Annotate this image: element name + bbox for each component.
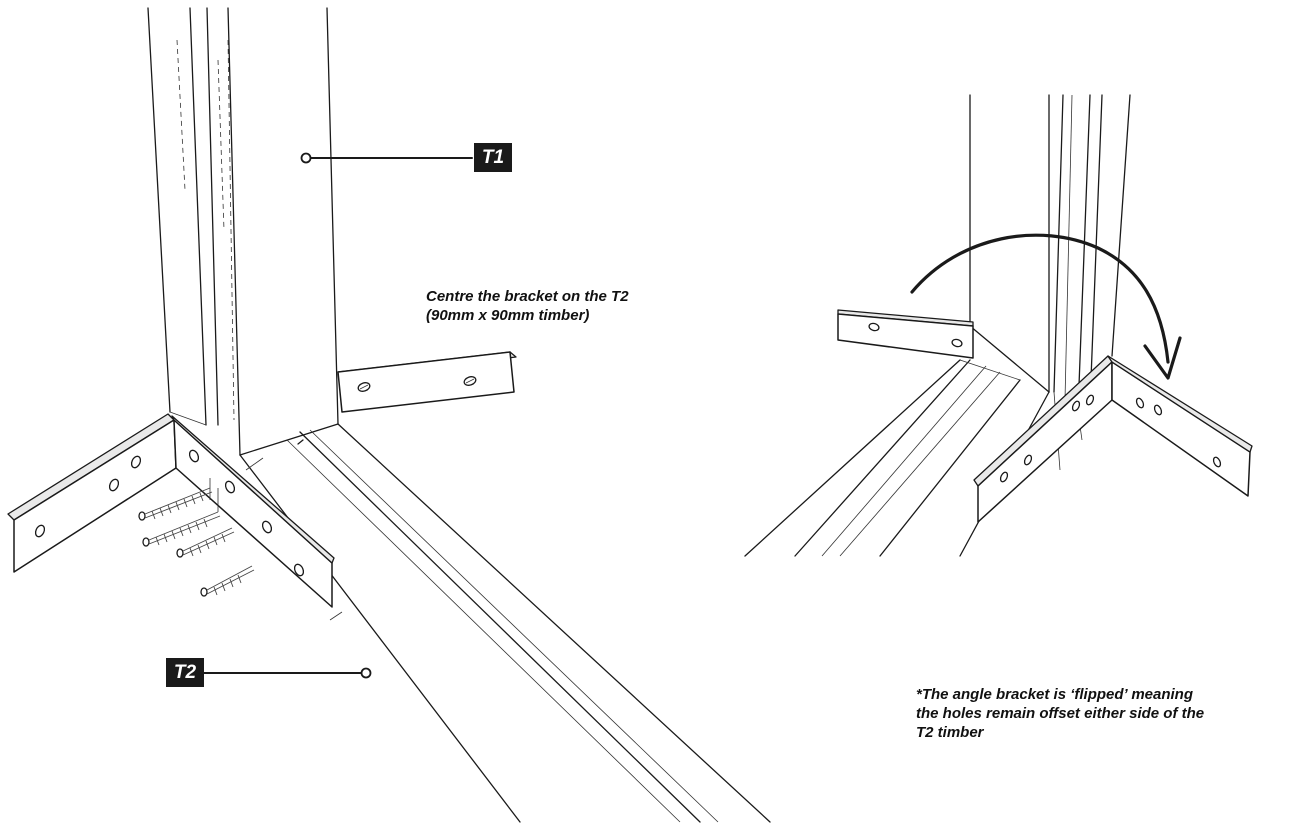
bracket-hole [1023,454,1033,466]
front-angle-bracket [7,413,335,608]
back-angle-bracket [337,351,517,413]
bracket-hole [34,524,46,538]
note-line: (90mm x 90mm timber) [426,307,590,324]
t2-leader [203,667,372,679]
bracket-hole [188,449,200,463]
bracket-hole [1135,397,1145,409]
centre-bracket-note: Centre the bracket on the T2 (90mm x 90m… [426,287,629,325]
t2-timber [239,423,771,823]
t2-label: T2 [166,658,204,687]
curved-arrow-icon [910,233,1182,380]
screw-icon [142,511,221,547]
bracket-hole [1153,404,1163,416]
bracket-hole [224,480,236,494]
right-assembly-view [744,94,1253,557]
note-line: T2 timber [916,724,984,741]
screw-icon [176,527,235,558]
bracket-hole [999,471,1009,483]
flipped-bracket-note: *The angle bracket is ‘flipped’ meaning … [916,685,1204,742]
bracket-hole [1071,400,1081,412]
t1-post [147,7,339,456]
note-line: Centre the bracket on the T2 [426,288,629,305]
left-assembly-view [7,7,771,823]
bracket-hole [261,520,273,534]
note-line: *The angle bracket is ‘flipped’ meaning [916,686,1194,703]
bracket-hole [868,322,880,332]
t1-leader [300,152,473,164]
bracket-hole [1085,394,1095,406]
screw-icon [138,487,213,521]
note-line: the holes remain offset either side of t… [916,705,1205,722]
bracket-hole [108,478,120,492]
bracket-hole [951,338,963,348]
bracket-hole [293,563,305,577]
screws [138,487,255,597]
bracket-hole [1212,456,1222,468]
t1-label: T1 [474,143,512,172]
bracket-hole [130,455,142,469]
screw-icon [200,565,255,597]
